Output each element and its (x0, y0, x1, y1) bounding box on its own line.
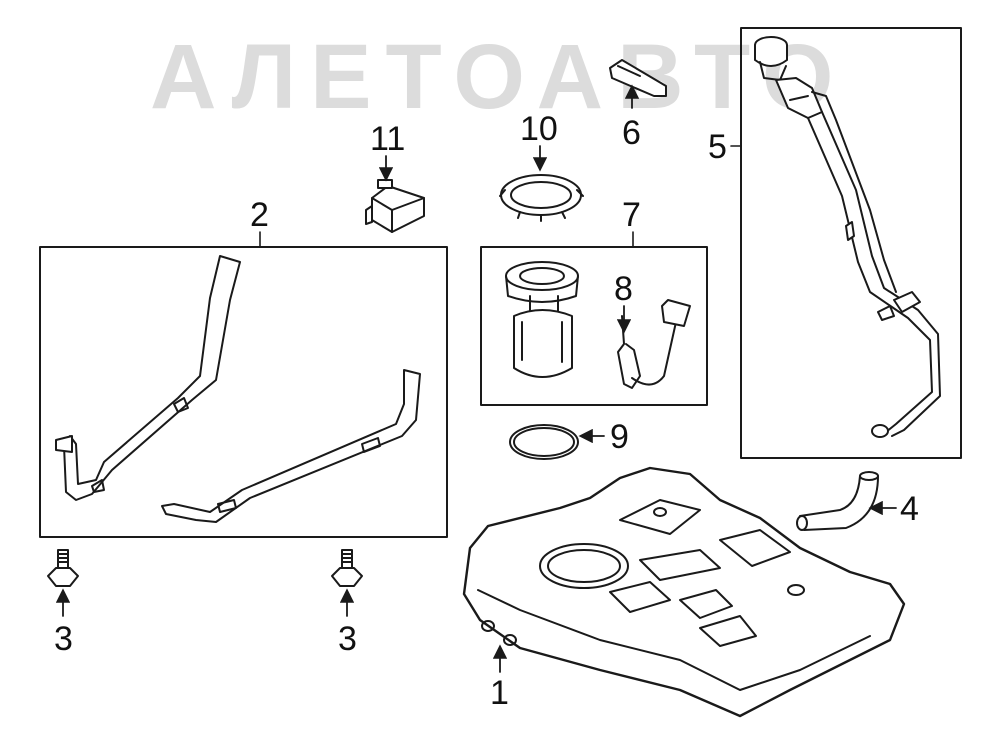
group-box-straps (39, 246, 448, 538)
part-1-fuel-tank (462, 466, 906, 718)
callout-3-right: 3 (338, 620, 357, 658)
part-11-sensor (365, 179, 425, 233)
leader-lines (259, 145, 742, 248)
group-box-filler-pipe (740, 27, 962, 459)
part-2-straps (55, 255, 421, 523)
part-7-fuel-pump (505, 261, 691, 389)
callout-11: 11 (370, 120, 406, 158)
callout-6: 6 (622, 114, 641, 152)
part-6-clip (609, 59, 667, 97)
part-3-bolt-right (331, 549, 363, 587)
arrows (55, 84, 897, 673)
callout-5: 5 (708, 128, 727, 166)
part-4-hose (796, 471, 879, 531)
callout-2: 2 (250, 196, 269, 234)
part-9-o-ring (509, 424, 579, 460)
callout-1: 1 (490, 674, 509, 712)
callout-8: 8 (614, 270, 633, 308)
callout-9: 9 (610, 418, 629, 456)
callout-3-left: 3 (54, 620, 73, 658)
group-box-fuel-pump (480, 246, 708, 406)
callout-7: 7 (622, 196, 641, 234)
part-5-filler-pipe (754, 36, 941, 438)
part-3-bolt-left (47, 549, 79, 587)
callout-10: 10 (520, 110, 558, 148)
callout-4: 4 (900, 490, 919, 528)
part-10-lock-ring (499, 174, 584, 222)
